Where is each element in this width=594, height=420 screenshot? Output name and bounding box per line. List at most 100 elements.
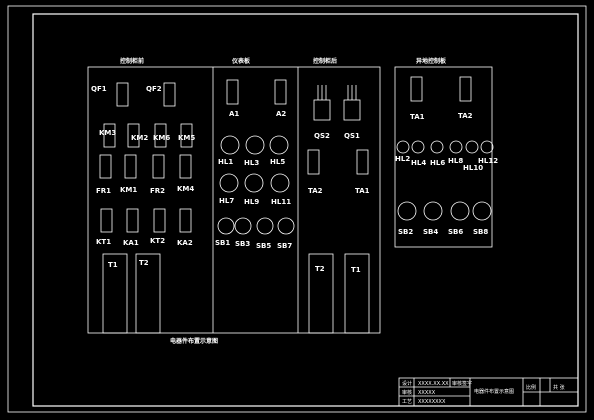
qf1-device [116, 82, 129, 107]
sb6-label: SB6 [448, 228, 463, 236]
a2-label: A2 [276, 110, 286, 118]
a1-device [226, 79, 239, 105]
tb-row3-mid: XXXXXXXX [418, 399, 446, 405]
section-left-title: 控制柜前 [120, 57, 144, 65]
t2-back-label: T2 [315, 265, 325, 273]
kt1-label: KT1 [96, 238, 111, 246]
sb3-label: SB3 [235, 240, 250, 248]
ta2-remote-device [459, 76, 472, 102]
section-instrument-title: 仪表板 [231, 57, 251, 65]
hl8-lamp [449, 140, 463, 154]
tb-row1-name: 审核签字 [452, 380, 472, 387]
tb-drawing-title: 电器件布置示意图 [474, 388, 514, 395]
hl7-label: HL7 [219, 197, 234, 205]
sb1-button [217, 217, 235, 235]
km5-device [180, 123, 193, 148]
fr2-label: FR2 [150, 187, 165, 195]
fr2-device [152, 154, 165, 179]
section-remote-title: 异地控制板 [416, 57, 447, 65]
km6-label: KM6 [153, 134, 170, 142]
t1-left-label: T1 [108, 261, 118, 269]
sb4-label: SB4 [423, 228, 438, 236]
km2-label: KM2 [131, 134, 148, 142]
km1-device [124, 154, 137, 179]
km3-device [103, 123, 116, 148]
left-cabinet-panel: 控制柜前 仪表板 控制柜后 QF1 QF2 KM3 KM2 KM6 KM5 FR… [87, 57, 381, 334]
hl10-lamp [465, 140, 479, 154]
tb-scale-label: 比例 [526, 384, 536, 391]
ta1-remote-label: TA1 [410, 113, 425, 121]
sb8-label: SB8 [473, 228, 488, 236]
sb5-label: SB5 [256, 242, 271, 250]
sb8-button [472, 201, 492, 221]
qs2-label: QS2 [314, 132, 330, 140]
title-block: 设计 XXXX.XX.XX 审核签字 审核 XXXXX 工艺 XXXXXXXX … [398, 377, 579, 407]
sb7-label: SB7 [277, 242, 292, 250]
remote-control-panel: 异地控制板 TA1 TA2 HL2 HL4 HL6 HL8 HL10 HL12 … [394, 57, 498, 248]
qs1-label: QS1 [344, 132, 360, 140]
a2-device [274, 79, 287, 105]
hl3-label: HL3 [244, 159, 259, 167]
kt1-device [100, 208, 113, 233]
t1-back-device [344, 253, 370, 334]
tb-row2-left: 审核 [402, 389, 412, 396]
hl10-label: HL10 [463, 164, 483, 172]
ka1-label: KA1 [123, 239, 139, 247]
hl4-lamp [411, 140, 425, 154]
hl12-label: HL12 [478, 157, 498, 165]
hl6-label: HL6 [430, 159, 445, 167]
tb-row2-mid: XXXXX [418, 390, 436, 396]
tb-row3-left: 工艺 [402, 399, 412, 405]
ta2-back-label: TA2 [308, 187, 323, 195]
kt2-device [153, 208, 166, 233]
hl2-label: HL2 [395, 155, 410, 163]
ta1-remote-device [410, 76, 423, 102]
fr1-label: FR1 [96, 187, 111, 195]
sb5-button [256, 217, 274, 235]
sb1-label: SB1 [215, 239, 230, 247]
hl8-label: HL8 [448, 157, 463, 165]
sb2-button [397, 201, 417, 221]
hl12-lamp [480, 140, 494, 154]
hl9-label: HL9 [244, 198, 259, 206]
tb-row1-left: 设计 [402, 380, 412, 387]
ka1-device [126, 208, 139, 233]
km3-label: KM3 [99, 129, 116, 137]
hl1-lamp [220, 135, 240, 155]
ta2-back-device [307, 149, 320, 175]
sb4-button [423, 201, 443, 221]
hl7-lamp [219, 173, 239, 193]
hl5-label: HL5 [270, 158, 285, 166]
t1-left-device [102, 253, 128, 334]
kt2-label: KT2 [150, 237, 165, 245]
ta2-remote-label: TA2 [458, 112, 473, 120]
sb6-button [450, 201, 470, 221]
hl3-lamp [245, 135, 265, 155]
qf1-label: QF1 [91, 85, 107, 93]
hl2-lamp [396, 140, 410, 154]
km2-device [127, 123, 140, 148]
a1-label: A1 [229, 110, 239, 118]
km6-device [154, 123, 167, 148]
qf2-device [163, 82, 176, 107]
tb-row1-mid: XXXX.XX.XX [418, 381, 449, 387]
km1-label: KM1 [120, 186, 137, 194]
ta1-back-device [356, 149, 369, 175]
hl6-lamp [430, 140, 444, 154]
outer-frame [7, 5, 587, 413]
qs1-switch [343, 85, 361, 121]
qs2-switch [313, 85, 331, 121]
hl9-lamp [244, 173, 264, 193]
sb2-label: SB2 [398, 228, 413, 236]
t2-left-label: T2 [139, 259, 149, 267]
t1-back-label: T1 [351, 266, 361, 274]
drawing-caption: 电器件布置示意图 [170, 337, 218, 345]
sb7-button [277, 217, 295, 235]
ka2-label: KA2 [177, 239, 193, 247]
tb-sheet-label: 共 张 [553, 384, 565, 391]
qf2-label: QF2 [146, 85, 162, 93]
sb3-button [234, 217, 252, 235]
hl11-label: HL11 [271, 198, 291, 206]
hl5-lamp [269, 135, 289, 155]
